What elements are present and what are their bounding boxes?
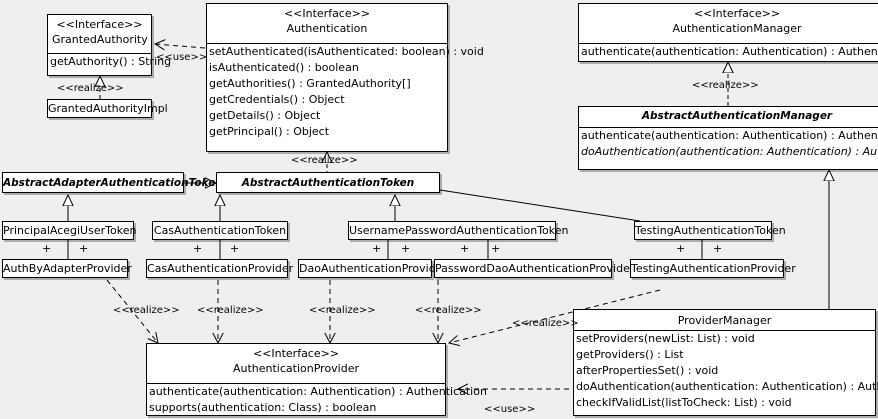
operation-row: setAuthenticated(isAuthenticated: boolea… bbox=[209, 45, 484, 58]
class-header: <<Interface>> AuthenticationManager bbox=[579, 4, 878, 44]
operation-row: getAuthorities() : GrantedAuthority[] bbox=[209, 77, 411, 90]
class-abstract-authentication-manager[interactable]: AbstractAuthenticationManager authentica… bbox=[578, 106, 878, 170]
class-operations: getAuthority() : String bbox=[48, 54, 172, 70]
class-testing-authentication-token[interactable]: TestingAuthenticationToken bbox=[634, 221, 786, 240]
class-dao-authentication-provider[interactable]: DaoAuthenticationProvider bbox=[298, 259, 447, 278]
operation-row: authenticate(authentication: Authenticat… bbox=[149, 385, 487, 398]
operation-row: doAuthentication(authentication: Authent… bbox=[576, 380, 878, 393]
class-provider-manager[interactable]: ProviderManager setProviders(newList: Li… bbox=[573, 309, 878, 416]
class-name: ProviderManager bbox=[677, 314, 772, 327]
edge-realize-testingauthenticationprovider bbox=[449, 289, 661, 343]
class-abstract-adapter-authentication-token[interactable]: AbstractAdapterAuthenticationToken bbox=[2, 172, 223, 193]
assoc-marker-testing-right: + bbox=[713, 242, 723, 255]
class-password-dao-authentication-provider[interactable]: PasswordDaoAuthenticationProvider bbox=[434, 259, 634, 278]
operation-row: authenticate(authentication: Authenticat… bbox=[581, 45, 878, 58]
edge-label-realize-password-dao-provider: <<realize>> bbox=[415, 305, 482, 316]
edge-label-realize-granted-authority-impl: <<realize>> bbox=[57, 83, 124, 94]
edge-label-use-provider-manager: <<use>> bbox=[484, 404, 536, 415]
class-authentication-provider[interactable]: <<Interface>> AuthenticationProvider aut… bbox=[146, 343, 487, 416]
class-name: Authentication bbox=[286, 22, 368, 35]
operation-row: getCredentials() : Object bbox=[209, 93, 345, 106]
class-operations: setAuthenticated(isAuthenticated: boolea… bbox=[207, 44, 484, 140]
class-header: AbstractAuthenticationManager bbox=[579, 107, 878, 128]
class-granted-authority-impl[interactable]: GrantedAuthorityImpl bbox=[47, 99, 168, 118]
class-operations: setProviders(newList: List) : void getPr… bbox=[574, 331, 878, 411]
assoc-marker-principal-right: + bbox=[79, 242, 89, 255]
assoc-marker-cas-left: + bbox=[193, 242, 203, 255]
operation-row: getAuthority() : String bbox=[50, 55, 172, 68]
edge-label-realize-testing-provider: <<realize>> bbox=[512, 318, 579, 329]
class-name: AuthenticationManager bbox=[672, 22, 802, 35]
edge-label-use-granted-authority: <<use>> bbox=[156, 52, 208, 63]
class-header: <<Interface>> GrantedAuthority bbox=[48, 15, 151, 54]
class-header: <<Interface>> Authentication bbox=[207, 4, 447, 44]
class-authentication[interactable]: <<Interface>> Authentication setAuthenti… bbox=[206, 3, 484, 152]
class-header: ProviderManager bbox=[574, 310, 875, 331]
operation-row: afterPropertiesSet() : void bbox=[576, 364, 719, 377]
class-username-password-authentication-token[interactable]: UsernamePasswordAuthenticationToken bbox=[348, 221, 569, 240]
class-authentication-manager[interactable]: <<Interface>> AuthenticationManager auth… bbox=[578, 3, 878, 62]
edge-label-realize-abstract-authentication-token: <<realize>> bbox=[291, 155, 358, 166]
stereotype-label: <<Interface>> bbox=[252, 347, 340, 360]
operation-row: getPrincipal() : Object bbox=[209, 125, 330, 138]
class-operations: authenticate(authentication: Authenticat… bbox=[579, 44, 878, 60]
operation-row: isAuthenticated() : boolean bbox=[209, 61, 359, 74]
assoc-marker-cas-right: + bbox=[230, 242, 240, 255]
assoc-marker-testing-left: + bbox=[676, 242, 686, 255]
class-granted-authority[interactable]: <<Interface>> GrantedAuthority getAuthor… bbox=[47, 14, 172, 76]
class-header: <<Interface>> AuthenticationProvider bbox=[147, 344, 445, 384]
class-auth-by-adapter-provider[interactable]: AuthByAdapterProvider bbox=[2, 259, 132, 278]
edge-label-realize-auth-by-adapter-provider: <<realize>> bbox=[113, 305, 180, 316]
edge-label-realize-abstract-authentication-manager: <<realize>> bbox=[692, 80, 759, 91]
class-operations: authenticate(authentication: Authenticat… bbox=[579, 128, 878, 160]
assoc-marker-upat-2: + bbox=[401, 242, 411, 255]
assoc-marker-upat-3: + bbox=[460, 242, 470, 255]
class-abstract-authentication-token[interactable]: AbstractAuthenticationToken bbox=[216, 172, 440, 193]
operation-row: authenticate(authentication: Authenticat… bbox=[581, 129, 878, 142]
class-cas-authentication-provider[interactable]: CasAuthenticationProvider bbox=[146, 259, 293, 278]
stereotype-label: <<Interface>> bbox=[693, 7, 781, 20]
edge-label-realize-cas-provider: <<realize>> bbox=[197, 305, 264, 316]
assoc-marker-principal-left: + bbox=[42, 242, 52, 255]
class-testing-authentication-provider[interactable]: TestingAuthenticationProvider bbox=[630, 259, 796, 278]
assoc-marker-upat-1: + bbox=[372, 242, 382, 255]
assoc-marker-upat-4: + bbox=[491, 242, 501, 255]
operation-row: setProviders(newList: List) : void bbox=[576, 332, 755, 345]
edge-generalization-testingtoken bbox=[439, 189, 641, 222]
class-name: GrantedAuthority bbox=[52, 33, 148, 46]
class-name: AbstractAuthenticationManager bbox=[641, 110, 833, 122]
edge-label-realize-dao-provider: <<realize>> bbox=[309, 305, 376, 316]
edge-realize-authbyadapterprovider bbox=[106, 279, 158, 343]
operation-row: supports(authentication: Class) : boolea… bbox=[149, 401, 377, 414]
class-principal-acegi-user-token[interactable]: PrincipalAcegiUserToken bbox=[2, 221, 136, 240]
operation-row: checkIfValidList(listToCheck: List) : vo… bbox=[576, 396, 792, 409]
class-name: AuthenticationProvider bbox=[232, 362, 360, 375]
stereotype-label: <<Interface>> bbox=[56, 18, 143, 31]
operation-row: doAuthentication(authentication: Authent… bbox=[581, 145, 878, 158]
operation-row: getProviders() : List bbox=[576, 348, 684, 361]
stereotype-label: <<Interface>> bbox=[283, 7, 371, 20]
class-cas-authentication-token[interactable]: CasAuthenticationToken bbox=[152, 221, 288, 240]
class-operations: authenticate(authentication: Authenticat… bbox=[147, 384, 487, 416]
edge-use-authentication-grantedauthority bbox=[155, 44, 206, 48]
operation-row: getDetails() : Object bbox=[209, 109, 321, 122]
